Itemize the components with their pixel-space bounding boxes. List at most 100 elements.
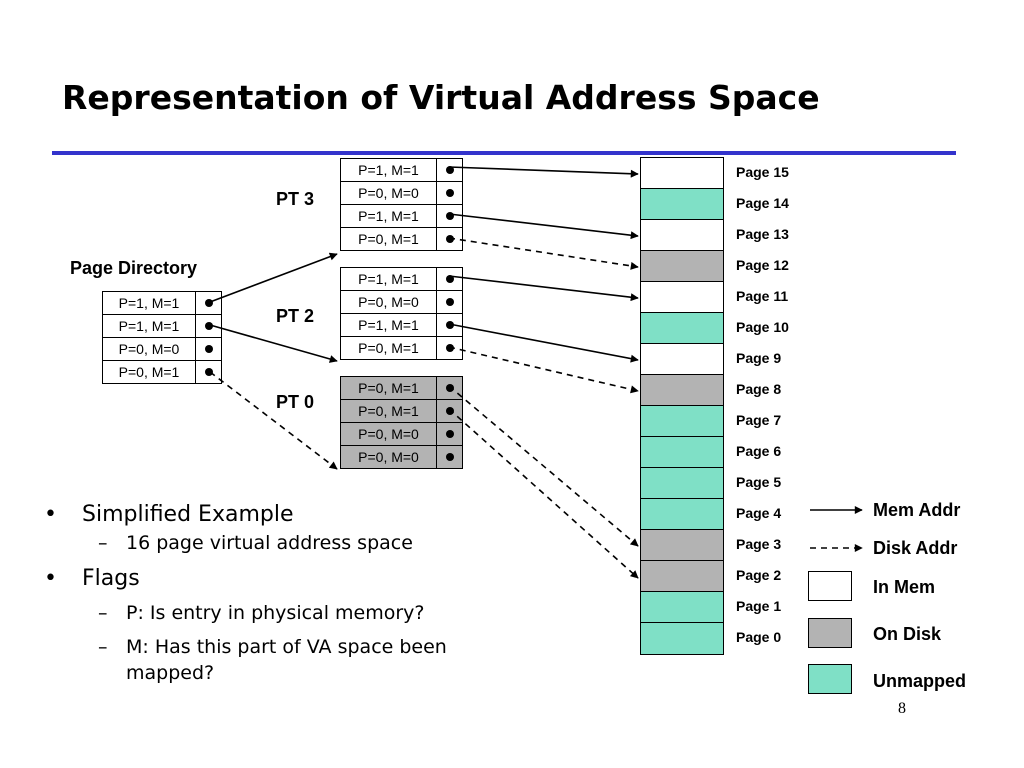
page-label: Page 15 <box>736 164 789 180</box>
page-directory-entry: P=0, M=0 <box>103 338 222 361</box>
pointer-dot-icon <box>445 407 454 415</box>
legend-on-disk-swatch <box>808 618 852 648</box>
pt0-table: P=0, M=1 P=0, M=1 P=0, M=0 P=0, M=0 <box>340 376 463 469</box>
slide-number: 8 <box>898 700 906 717</box>
bullet-item: • Flags <box>44 564 504 594</box>
page-cell <box>641 437 723 468</box>
page-table-entry: P=1, M=1 <box>341 159 463 182</box>
page-label: Page 4 <box>736 505 782 521</box>
entry-flags: P=0, M=0 <box>341 446 437 468</box>
pointer-dot-icon <box>445 189 454 197</box>
legend-in-mem-swatch <box>808 571 852 601</box>
arrow-pt3-to-page12 <box>448 237 639 270</box>
page-cell <box>641 313 723 344</box>
bullet-list: •Simplified Example –16 page virtual add… <box>44 500 504 686</box>
entry-flags: P=1, M=1 <box>341 205 437 227</box>
page-label: Page 11 <box>736 288 789 304</box>
entry-flags: P=0, M=1 <box>341 228 437 250</box>
pointer-cell <box>196 315 222 337</box>
page-cell <box>641 375 723 406</box>
page-cell <box>641 468 723 499</box>
page-table-entry: P=0, M=0 <box>341 291 463 314</box>
page-label: Page 13 <box>736 226 789 242</box>
pointer-dot-icon <box>204 299 213 307</box>
sub-bullet-text: M: Has this part of VA space been mapped… <box>126 636 447 684</box>
pointer-dot-icon <box>445 235 454 243</box>
pointer-dot-icon <box>445 430 454 438</box>
page-directory-entry: P=1, M=1 <box>103 315 222 338</box>
pointer-cell <box>437 446 463 468</box>
page-table-entry: P=0, M=1 <box>341 228 463 251</box>
arrow-pd-to-pt3 <box>209 252 338 303</box>
sub-bullet-text: 16 page virtual address space <box>126 532 413 554</box>
page-label: Page 7 <box>736 412 782 428</box>
bullet-item: •Simplified Example <box>44 500 504 530</box>
legend-mem-addr: Mem Addr <box>873 500 961 520</box>
entry-flags: P=0, M=0 <box>341 291 437 313</box>
page-label: Page 2 <box>736 567 782 583</box>
pt2-table: P=1, M=1 P=0, M=0 P=1, M=1 P=0, M=1 <box>340 267 463 360</box>
page-directory-label: Page Directory <box>70 258 198 278</box>
pointer-cell <box>196 338 222 360</box>
page-cell <box>641 158 723 189</box>
entry-flags: P=1, M=1 <box>103 315 196 337</box>
pointer-dot-icon <box>445 453 454 461</box>
page-label: Page 8 <box>736 381 782 397</box>
title-underline <box>52 151 956 155</box>
arrow-pt0-to-page3 <box>448 385 639 547</box>
page-cell <box>641 344 723 375</box>
pointer-cell <box>196 292 222 314</box>
page-table-entry: P=0, M=1 <box>341 337 463 360</box>
pointer-cell <box>437 314 463 336</box>
page-directory-table: P=1, M=1 P=1, M=1 P=0, M=0 P=0, M=1 <box>102 291 222 384</box>
pointer-dot-icon <box>445 212 454 220</box>
page-table-entry: P=0, M=1 <box>341 400 463 423</box>
arrow-pt3-to-page13 <box>448 213 639 240</box>
pointer-dot-icon <box>204 368 213 376</box>
page-cell <box>641 220 723 251</box>
page-table-entry: P=1, M=1 <box>341 268 463 291</box>
pointer-cell <box>437 228 463 250</box>
page-cell <box>641 561 723 592</box>
sub-bullet-item: –P: Is entry in physical memory? <box>44 600 504 626</box>
entry-flags: P=1, M=1 <box>103 292 196 314</box>
bullet-text: Flags <box>82 566 140 591</box>
bullet-marker: • <box>44 566 57 591</box>
arrow-pd-to-pt2 <box>209 324 338 363</box>
sub-bullet-item: –M: Has this part of VA space been mappe… <box>44 634 504 686</box>
page-table-entry: P=0, M=0 <box>341 423 463 446</box>
pointer-cell <box>437 182 463 204</box>
page-label: Page 6 <box>736 443 782 459</box>
legend-unmapped: Unmapped <box>873 671 967 691</box>
pointer-cell <box>437 337 463 359</box>
page-table-entry: P=1, M=1 <box>341 314 463 337</box>
arrow-pt2-to-page9 <box>448 323 639 363</box>
page-label: Page 5 <box>736 474 782 490</box>
pt3-table: P=1, M=1 P=0, M=0 P=1, M=1 P=0, M=1 <box>340 158 463 251</box>
pointer-cell <box>196 361 222 383</box>
sub-bullet-text: P: Is entry in physical memory? <box>126 602 425 624</box>
bullet-text: Simplified Example <box>82 502 294 527</box>
entry-flags: P=1, M=1 <box>341 268 437 290</box>
pointer-dot-icon <box>445 298 454 306</box>
pointer-cell <box>437 423 463 445</box>
pointer-cell <box>437 400 463 422</box>
entry-flags: P=0, M=1 <box>341 400 437 422</box>
pointer-cell <box>437 159 463 181</box>
arrow-pt2-to-page8 <box>448 346 639 394</box>
arrow-pt2-to-page11 <box>448 275 639 302</box>
arrow-pt3-to-page15 <box>448 166 639 178</box>
page-label: Page 14 <box>736 195 789 211</box>
page-cell <box>641 406 723 437</box>
pointer-dot-icon <box>204 345 213 353</box>
entry-flags: P=0, M=0 <box>341 182 437 204</box>
pt2-label: PT 2 <box>276 306 315 326</box>
page-label: Page 10 <box>736 319 789 335</box>
slide-title: Representation of Virtual Address Space <box>62 78 820 117</box>
pointer-dot-icon <box>204 322 213 330</box>
entry-flags: P=0, M=1 <box>341 377 437 399</box>
entry-flags: P=0, M=1 <box>103 361 196 383</box>
entry-flags: P=0, M=0 <box>341 423 437 445</box>
